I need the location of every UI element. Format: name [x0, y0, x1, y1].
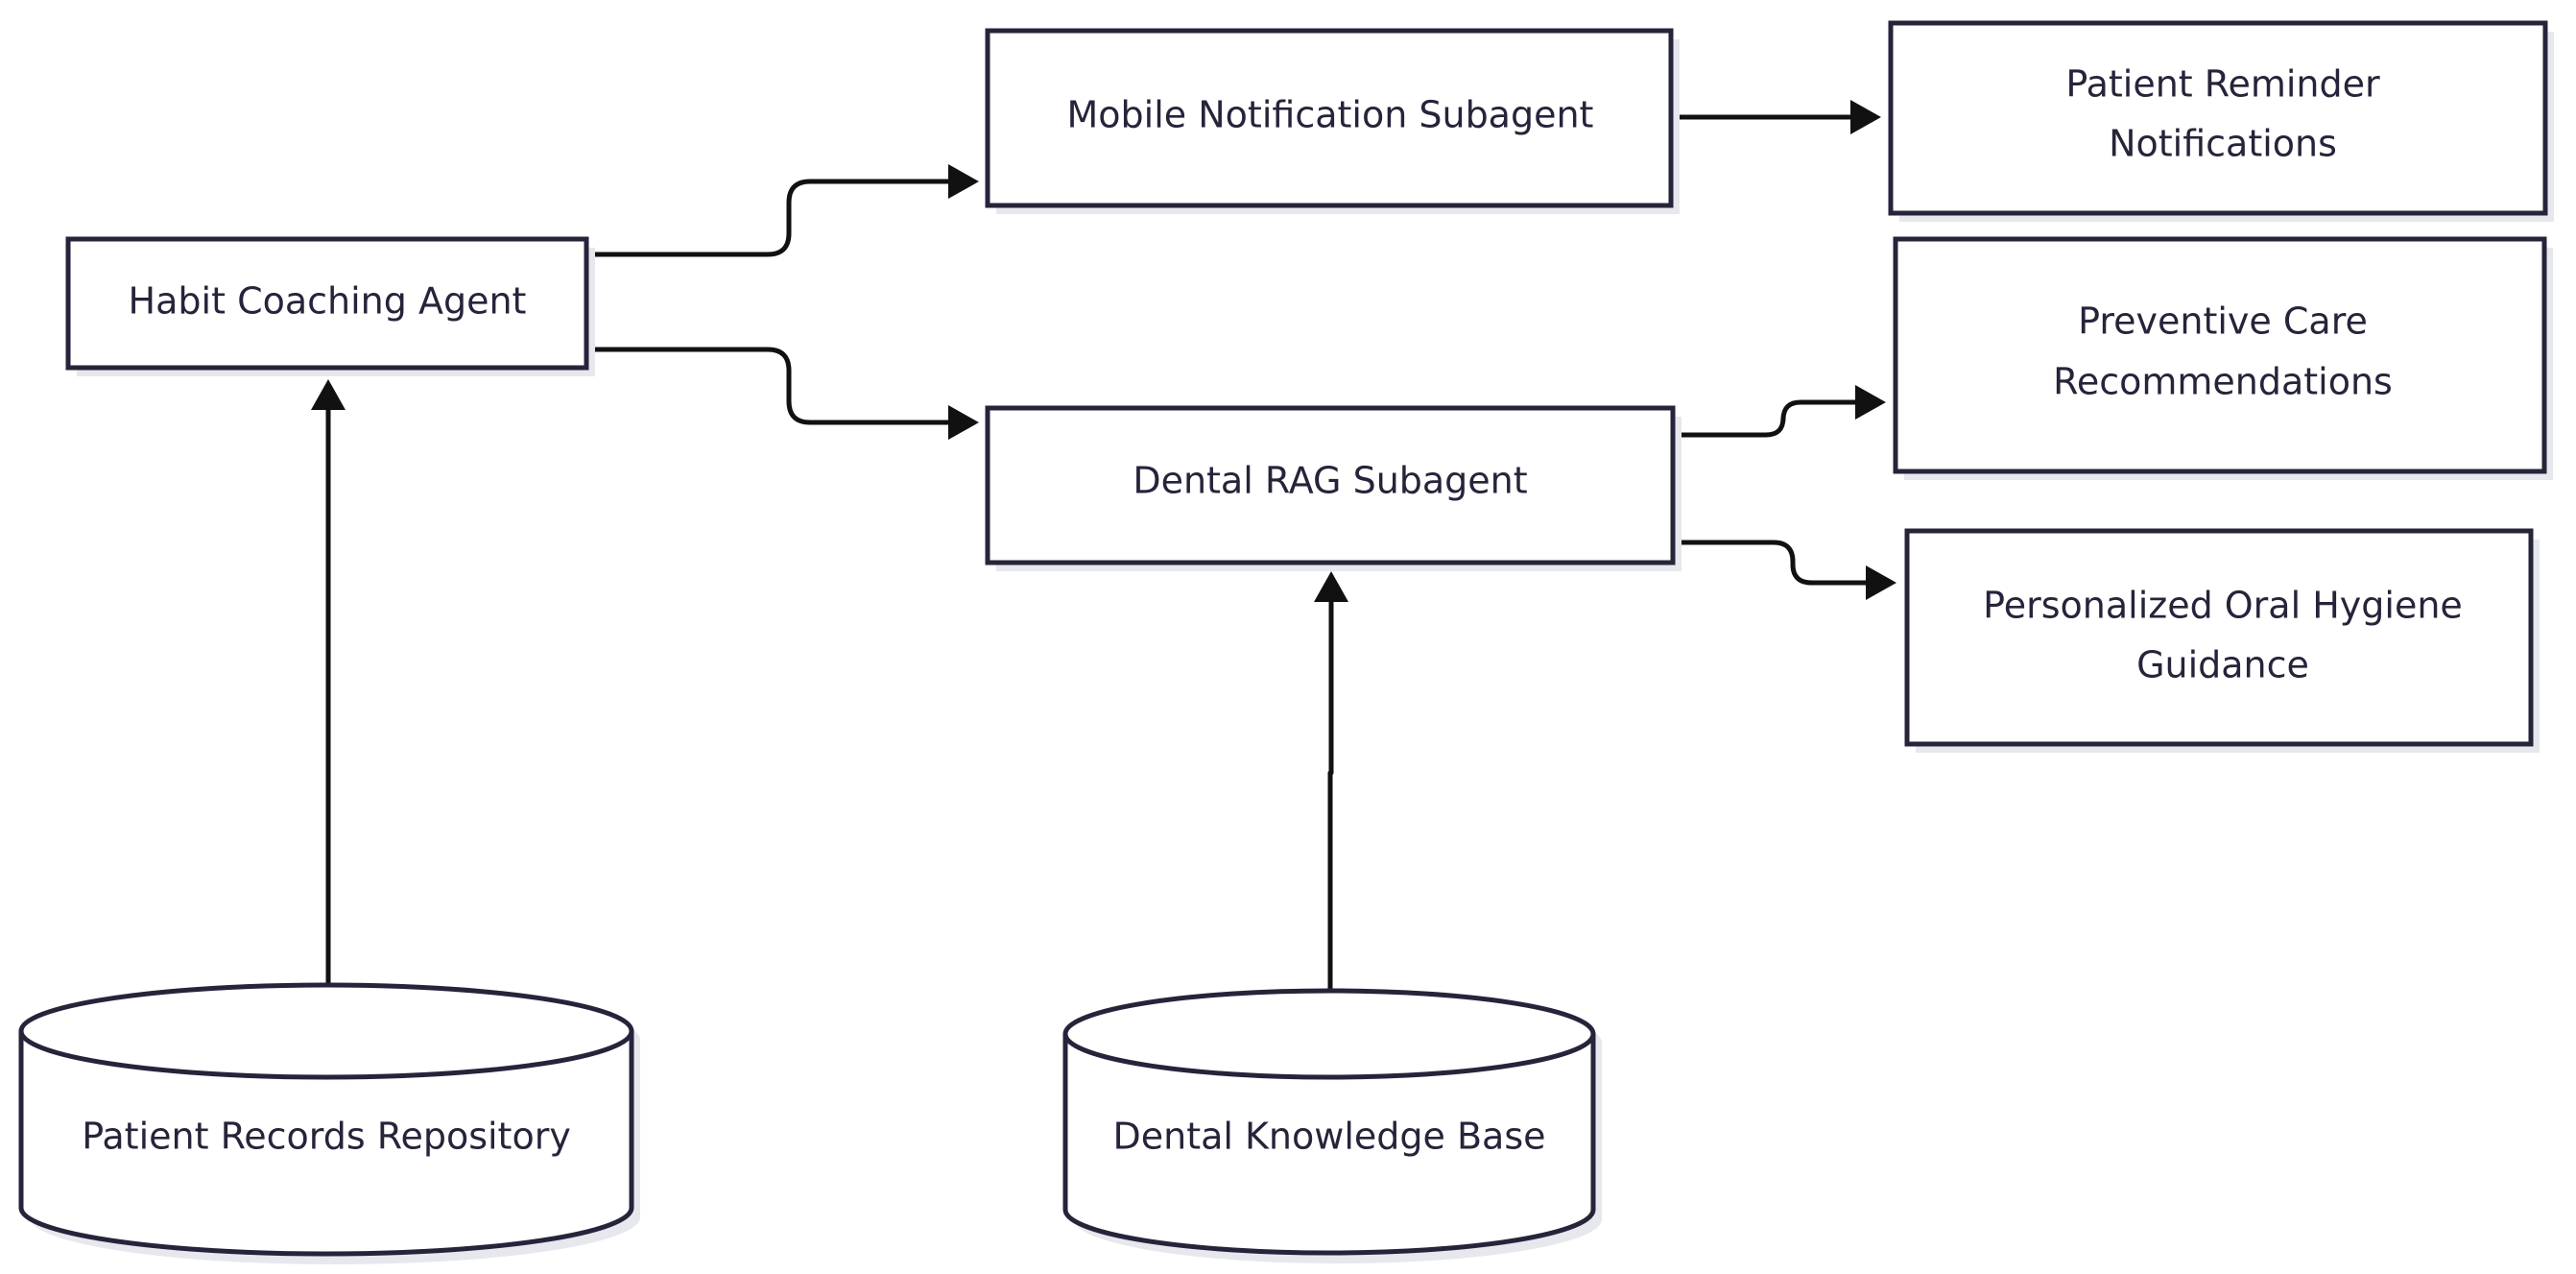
node-label-line-2: Notifications — [2109, 123, 2337, 165]
node-label-line-2: Guidance — [2136, 644, 2309, 686]
edge-rag-subagent-to-preventive-care — [1672, 399, 1860, 438]
node-label-line-1: Personalized Oral Hygiene — [1983, 585, 2463, 627]
node-personalized-oral-hygiene-guidance: Personalized Oral Hygiene Guidance — [1904, 528, 2540, 753]
node-habit-coaching-agent: Habit Coaching Agent — [65, 236, 595, 376]
arrowhead-rag-subagent-left — [948, 405, 979, 440]
node-patient-records-repository: Patient Records Repository — [18, 982, 640, 1264]
node-box — [65, 236, 589, 371]
arrowhead-rag-subagent-bottom — [1314, 571, 1348, 602]
edges — [311, 100, 1896, 992]
node-label: Habit Coaching Agent — [129, 280, 527, 323]
edge-habit-agent-to-rag-subagent — [584, 347, 953, 425]
node-label: Dental RAG Subagent — [1133, 460, 1527, 502]
node-patient-reminder-notifications: Patient Reminder Notifications — [1888, 20, 2554, 222]
node-dental-rag-subagent: Dental RAG Subagent — [985, 405, 1682, 571]
database-cylinder — [1062, 988, 1596, 1256]
node-box — [985, 405, 1676, 565]
node-box — [1904, 528, 2534, 747]
node-box — [1888, 20, 2548, 216]
database-cylinder — [18, 982, 634, 1257]
arrowhead-reminders — [1850, 100, 1881, 134]
node-box — [1893, 236, 2547, 474]
node-label: Mobile Notification Subagent — [1067, 94, 1594, 136]
arrowhead-habit-agent — [311, 379, 346, 410]
arrowhead-hygiene-guidance — [1866, 565, 1896, 600]
node-label: Dental Knowledge Base — [1112, 1116, 1545, 1158]
edge-knowledge-base-to-rag-subagent — [1327, 597, 1334, 992]
node-label-line-1: Preventive Care — [2078, 300, 2368, 343]
node-box — [985, 28, 1674, 208]
arrowhead-preventive-care — [1855, 385, 1886, 420]
node-label-line-2: Recommendations — [2053, 361, 2393, 403]
node-dental-knowledge-base: Dental Knowledge Base — [1062, 988, 1602, 1263]
node-mobile-notification-subagent: Mobile Notification Subagent — [985, 28, 1680, 214]
edge-habit-agent-to-mobile-subagent — [584, 179, 953, 257]
node-preventive-care-recommendations: Preventive Care Recommendations — [1893, 236, 2553, 480]
database-top-rim — [18, 1028, 634, 1080]
arrowhead-mobile-subagent — [948, 164, 979, 199]
database-top-rim — [1062, 1031, 1596, 1080]
node-label-line-1: Patient Reminder — [2065, 63, 2380, 106]
node-label: Patient Records Repository — [82, 1116, 571, 1158]
edge-rag-subagent-to-hygiene-guidance — [1672, 540, 1871, 586]
